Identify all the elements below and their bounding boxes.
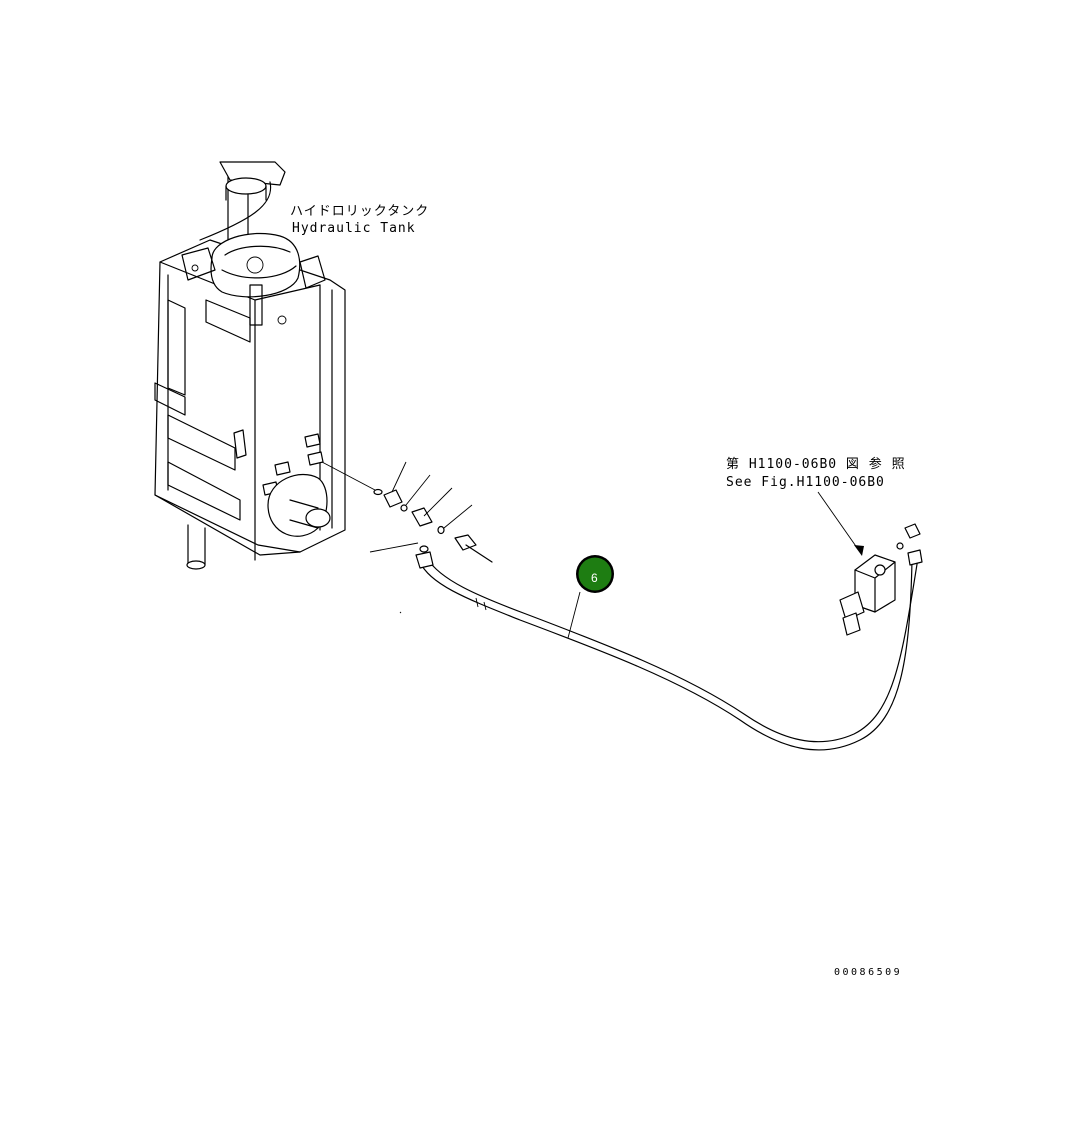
callout-6[interactable]: 6 — [567, 555, 614, 639]
tank-label-en: Hydraulic Tank — [292, 221, 416, 236]
callout-number: 6 — [591, 571, 598, 585]
callout-badge — [578, 557, 612, 591]
fitting-stack — [321, 461, 493, 614]
hose-part-6 — [415, 549, 923, 751]
ref-label-jp: 第 H1100-06B0 図 参 照 — [726, 456, 906, 472]
ref-label-en: See Fig.H1100-06B0 — [726, 475, 885, 490]
hydraulic-tank — [154, 161, 346, 570]
valve-assembly — [817, 491, 921, 636]
drawing-number: 00086509 — [834, 967, 902, 978]
tank-label-jp: ハイドロリックタンク — [290, 204, 429, 219]
